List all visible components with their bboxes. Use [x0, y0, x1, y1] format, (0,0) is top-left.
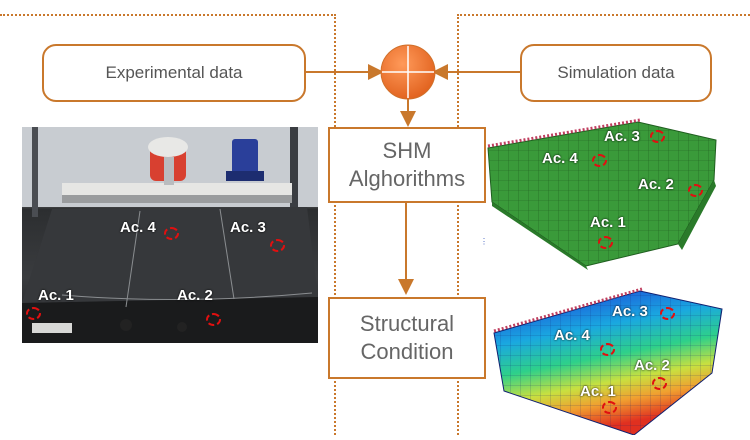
photo-marker-ac3 — [270, 239, 285, 252]
photo-label-ac2: Ac. 2 — [177, 287, 213, 304]
sim-bottom-label-ac2: Ac. 2 — [634, 357, 670, 374]
simulation-data-box: Simulation data — [520, 44, 712, 102]
sim-top-label-ac4: Ac. 4 — [542, 150, 578, 167]
sim-bottom-marker-ac1 — [602, 401, 617, 414]
right-panel-top-border — [457, 14, 750, 16]
photo-marker-ac4 — [164, 227, 179, 240]
structural-condition-box: Structural Condition — [328, 297, 486, 379]
sim-bottom-label-ac4: Ac. 4 — [554, 327, 590, 344]
sim-bottom-marker-ac4 — [600, 343, 615, 356]
summing-node — [380, 44, 436, 100]
experimental-data-box: Experimental data — [42, 44, 306, 102]
condition-line-1: Structural — [359, 311, 455, 336]
shm-algorithms-box: SHM Alghorithms — [328, 127, 486, 203]
sim-top-marker-ac1 — [598, 236, 613, 249]
sim-top-label-ac3: Ac. 3 — [604, 128, 640, 145]
sim-bottom-label-ac3: Ac. 3 — [612, 303, 648, 320]
sim-top-marker-ac3 — [650, 130, 665, 143]
left-panel-top-border — [0, 14, 336, 16]
sim-top-label-ac2: Ac. 2 — [638, 176, 674, 193]
sim-bottom-label-ac1: Ac. 1 — [580, 383, 616, 400]
sim-top-label-ac1: Ac. 1 — [590, 214, 626, 231]
sim-top-marker-ac2 — [688, 184, 703, 197]
experimental-data-label: Experimental data — [105, 63, 243, 82]
photo-label-ac4: Ac. 4 — [120, 219, 156, 236]
svg-text:⋮: ⋮ — [480, 237, 488, 246]
left-panel-right-border — [334, 14, 336, 435]
photo-label-ac1: Ac. 1 — [38, 287, 74, 304]
simulation-data-label: Simulation data — [557, 63, 675, 82]
photo-marker-ac2 — [206, 313, 221, 326]
condition-line-2: Condition — [360, 339, 454, 364]
experimental-setup-photo: Ac. 1 Ac. 2 Ac. 3 Ac. 4 — [22, 127, 318, 343]
photo-marker-ac1 — [26, 307, 41, 320]
algorithms-line-2: Alghorithms — [348, 166, 466, 191]
right-panel-left-border — [457, 14, 459, 435]
sim-top-marker-ac4 — [592, 154, 607, 167]
simulation-mesh-bottom: Ac. 1 Ac. 2 Ac. 3 Ac. 4 — [490, 285, 740, 436]
sim-bottom-marker-ac3 — [660, 307, 675, 320]
sim-bottom-marker-ac2 — [652, 377, 667, 390]
algorithms-line-1: SHM — [382, 138, 432, 163]
photo-label-ac3: Ac. 3 — [230, 219, 266, 236]
simulation-mesh-top: ⋮ Ac. 1 Ac. 2 Ac. 3 Ac. 4 — [478, 110, 738, 270]
